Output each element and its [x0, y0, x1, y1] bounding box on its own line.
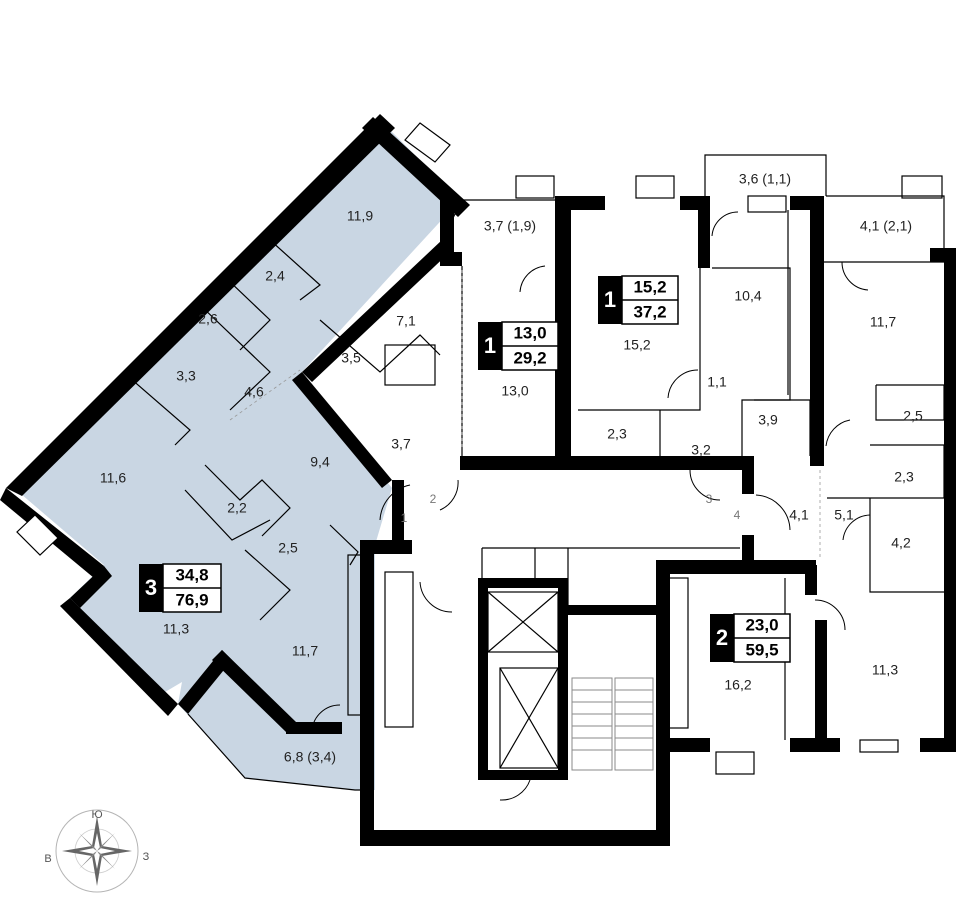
apartment-total-area: 76,9: [175, 590, 208, 609]
interior-partitions: [129, 210, 945, 780]
room-area-label: 11,6: [100, 470, 126, 486]
stair-treads: [571, 677, 654, 771]
balconies: [16, 122, 945, 791]
apartment-3-area[interactable]: [14, 120, 460, 790]
room-area-label: 3,3: [176, 368, 196, 384]
apartment-badge-1a[interactable]: 1 13,0 29,2: [478, 321, 559, 371]
compass-west: В: [44, 853, 51, 865]
compass-north: Ю: [91, 809, 102, 821]
room-area-label: 5,1: [834, 507, 854, 523]
room-area-label: 2,3: [607, 426, 627, 442]
apartment-rooms: 3: [145, 575, 157, 600]
room-area-labels: 11,9 2,4 2,6 3,3 4,6 11,6 9,4 2,2 2,5 11…: [100, 171, 923, 765]
room-area-label: 11,3: [872, 662, 898, 678]
apartment-rooms: 2: [716, 625, 728, 650]
room-area-label: 3,7 (1,9): [484, 218, 536, 234]
apartment-badge-3[interactable]: 3 34,8 76,9: [139, 563, 222, 613]
door-number: 2: [430, 492, 437, 506]
room-area-label: 2,4: [265, 268, 285, 284]
room-area-label: 3,7: [391, 436, 411, 452]
room-area-label: 4,6: [244, 384, 264, 400]
apartment-rooms: 1: [484, 333, 496, 358]
room-area-label: 13,0: [501, 383, 528, 399]
apartment-badge-2[interactable]: 2 23,0 59,5: [710, 613, 791, 663]
apartment-total-area: 29,2: [513, 348, 546, 367]
apartment-living-area: 13,0: [513, 323, 546, 342]
room-area-label: 2,2: [227, 500, 247, 516]
compass: Ю В З: [44, 809, 150, 893]
apartment-total-area: 59,5: [745, 640, 778, 659]
room-area-label: 9,4: [310, 454, 330, 470]
room-area-label: 3,9: [758, 412, 778, 428]
room-area-label: 2,3: [894, 469, 914, 485]
room-area-label: 10,4: [734, 288, 761, 304]
room-area-label: 2,5: [903, 408, 923, 424]
room-area-label: 2,5: [278, 540, 298, 556]
apartment-rooms: 1: [604, 287, 616, 312]
room-area-label: 2,6: [198, 311, 218, 327]
room-area-label: 4,1: [789, 507, 809, 523]
room-area-label: 16,2: [724, 677, 751, 693]
door-number: 3: [706, 492, 713, 506]
apartment-living-area: 34,8: [175, 565, 208, 584]
room-area-label: 3,6 (1,1): [739, 171, 791, 187]
room-area-label: 3,2: [691, 442, 711, 458]
room-area-label: 6,8 (3,4): [284, 749, 336, 765]
room-area-label: 11,7: [870, 314, 896, 330]
room-area-label: 11,7: [292, 643, 318, 659]
room-area-label: 1,1: [707, 374, 727, 390]
compass-east: З: [143, 851, 150, 863]
door-number: 1: [401, 511, 408, 525]
apartment-living-area: 15,2: [633, 277, 666, 296]
room-area-label: 11,3: [163, 621, 189, 637]
room-area-label: 11,9: [347, 208, 373, 224]
door-numbers: 1 2 3 4: [401, 492, 741, 525]
room-area-label: 7,1: [396, 313, 416, 329]
room-area-label: 4,2: [891, 535, 911, 551]
apartment-living-area: 23,0: [745, 615, 778, 634]
room-area-label: 3,5: [341, 350, 361, 366]
apartment-badge-1b[interactable]: 1 15,2 37,2: [598, 275, 679, 325]
door-swings: [311, 211, 871, 801]
door-number: 4: [734, 508, 741, 522]
room-area-label: 4,1 (2,1): [860, 218, 912, 234]
room-area-label: 15,2: [623, 337, 650, 353]
exterior-walls: [0, 114, 956, 846]
apartment-total-area: 37,2: [633, 302, 666, 321]
